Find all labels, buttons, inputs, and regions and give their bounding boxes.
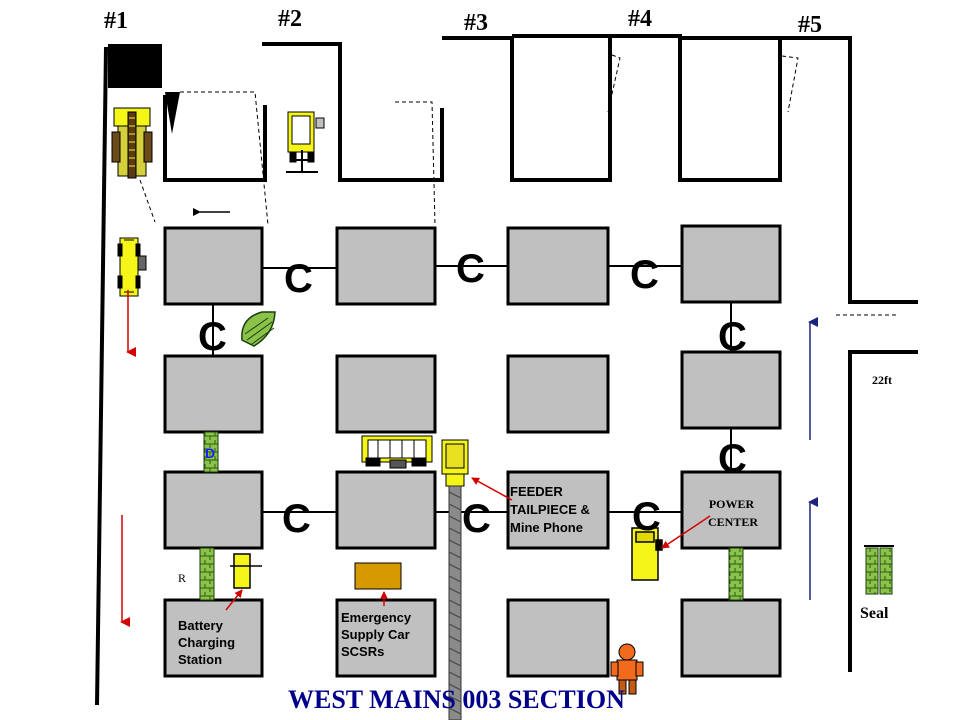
power-center-icon xyxy=(631,527,663,581)
pillar xyxy=(506,598,610,678)
pillar xyxy=(163,470,264,550)
crosscut-label: C xyxy=(284,257,313,301)
roof-bolter-icon xyxy=(286,111,325,173)
pillar xyxy=(680,350,782,430)
stopping xyxy=(879,547,893,595)
battery-charger-icon xyxy=(230,553,262,589)
face-bracket xyxy=(165,92,180,134)
pillar xyxy=(335,354,437,434)
entry-1-face xyxy=(108,44,162,88)
belt-texture xyxy=(448,491,462,715)
stopping xyxy=(203,431,219,473)
crosscut-label: C xyxy=(718,315,747,359)
stopping xyxy=(199,547,215,601)
pillar xyxy=(506,470,610,550)
stopping xyxy=(728,547,744,601)
pillar xyxy=(335,470,437,550)
pillar xyxy=(680,598,782,678)
continuous-miner-icon xyxy=(111,107,153,179)
battery-label: Battery Charging Station xyxy=(178,618,239,667)
brattice-curtain-icon xyxy=(241,311,276,347)
scoop-icon xyxy=(361,435,433,469)
crosscut-label: C xyxy=(456,247,485,291)
emergency-label: Emergency Supply Car SCSRs xyxy=(341,610,415,659)
entry-width-label: 22ft xyxy=(872,373,892,387)
crosscut-label: C xyxy=(462,497,491,541)
supply-car-icon xyxy=(354,562,402,590)
feeder-label: FEEDER TAILPIECE & Mine Phone xyxy=(510,484,594,535)
mine-walls xyxy=(95,34,918,706)
stopping xyxy=(865,547,879,595)
pillar xyxy=(506,226,610,306)
section-title: WEST MAINS 003 SECTION xyxy=(288,685,625,714)
miner-person-icon xyxy=(610,643,644,695)
crosscut-label: C xyxy=(718,437,747,481)
entry-label: #5 xyxy=(798,12,822,38)
pillar xyxy=(335,598,437,678)
crosscut-label: C xyxy=(198,315,227,359)
entry-label: #3 xyxy=(464,10,488,36)
shuttle-car-icon xyxy=(117,237,147,297)
pillar xyxy=(506,354,610,434)
crosscut-label: C xyxy=(630,253,659,297)
stoppings xyxy=(199,431,893,601)
entry-label: #4 xyxy=(628,6,652,32)
curtain-lines xyxy=(212,265,732,513)
r-mark: R xyxy=(178,571,186,585)
seal-label: Seal xyxy=(860,605,889,622)
pillar xyxy=(680,224,782,304)
pillar xyxy=(335,226,437,306)
airflow-arrows xyxy=(120,208,818,627)
pillar xyxy=(163,354,264,434)
crosscut-label: C xyxy=(632,495,661,539)
power-center-label: POWER CENTER xyxy=(708,497,758,529)
d-mark: D xyxy=(205,445,215,461)
callout-pointers xyxy=(225,477,711,611)
feeder-icon xyxy=(441,439,469,487)
pillar xyxy=(163,226,264,306)
pillar xyxy=(163,598,264,678)
entry-label: #2 xyxy=(278,6,302,32)
pillars xyxy=(163,224,782,678)
entry-label: #1 xyxy=(104,8,128,34)
wall-dashes xyxy=(139,54,898,316)
crosscut-label: C xyxy=(282,497,311,541)
